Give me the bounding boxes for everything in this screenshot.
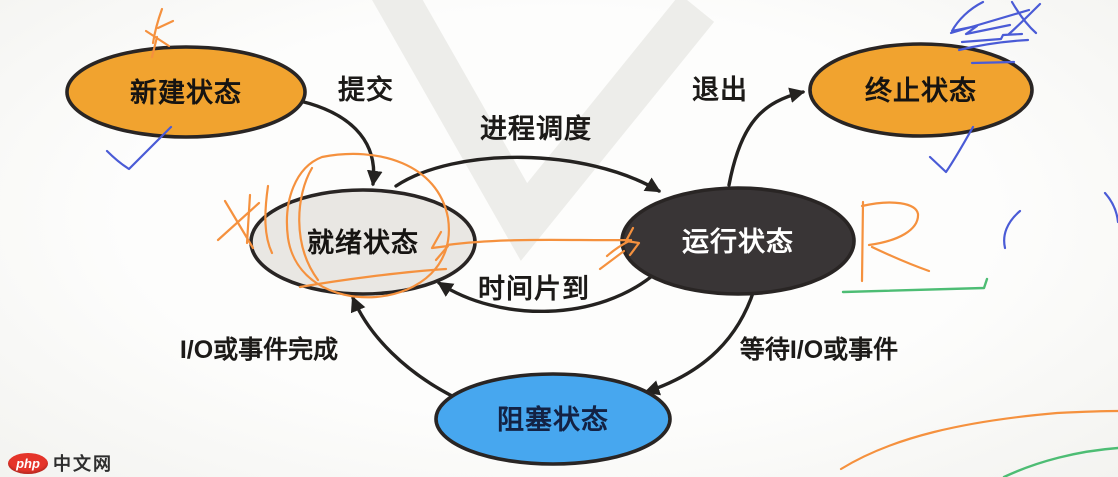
edge-submit (298, 99, 383, 187)
edge-wait-io-or-event (643, 288, 756, 396)
nodes (65, 42, 1034, 466)
blue-checkmark-icon (105, 125, 173, 171)
php-badge-icon: php (8, 452, 48, 474)
state-label-ready: 就绪状态 (307, 228, 419, 258)
green-underline (841, 277, 989, 294)
orange-cross-mark-icon (216, 184, 274, 255)
edge-exit (727, 87, 806, 187)
orange-x-mark-icon (144, 7, 175, 59)
state-node-blocked (434, 372, 672, 466)
state-node-terminated (808, 42, 1034, 138)
php-site-text: 中文网 (53, 454, 113, 474)
edge-label-submit: 提交 (338, 74, 394, 105)
orange-letter-R (860, 200, 931, 283)
state-label-new: 新建状态 (130, 77, 242, 108)
php-logo: php 中文网 (8, 452, 113, 474)
background-v-watermark (372, 0, 715, 261)
edge-label-process-schedule: 进程调度 (480, 113, 592, 144)
state-label-blocked: 阻塞状态 (497, 404, 609, 435)
blue-paren-curves (1003, 191, 1118, 250)
edge-time-slice-expired (437, 270, 659, 313)
blue-checkmark-below-terminated (928, 125, 975, 174)
ink-annotations (105, 0, 1118, 477)
edge-label-exit: 退出 (692, 75, 748, 105)
state-node-new (65, 45, 307, 139)
green-arc-bottom-right (1002, 446, 1118, 477)
blue-strokes-over-terminated (949, 8, 1031, 65)
orange-circle-around-ready (285, 152, 450, 299)
orange-line-ready-to-running (430, 226, 641, 271)
state-label-running: 运行状态 (682, 226, 794, 257)
edge-label-io-or-event-done: I/O或事件完成 (180, 335, 338, 364)
edge-label-time-slice-expired: 时间片到 (478, 274, 590, 304)
orange-arc-bottom-right (839, 409, 1118, 471)
edge-label-wait-io-or-event: 等待I/O或事件 (740, 335, 898, 364)
orange-underline-ready (298, 267, 448, 289)
edge-io-or-event-done (350, 295, 458, 400)
state-label-terminated: 终止状态 (865, 75, 977, 106)
